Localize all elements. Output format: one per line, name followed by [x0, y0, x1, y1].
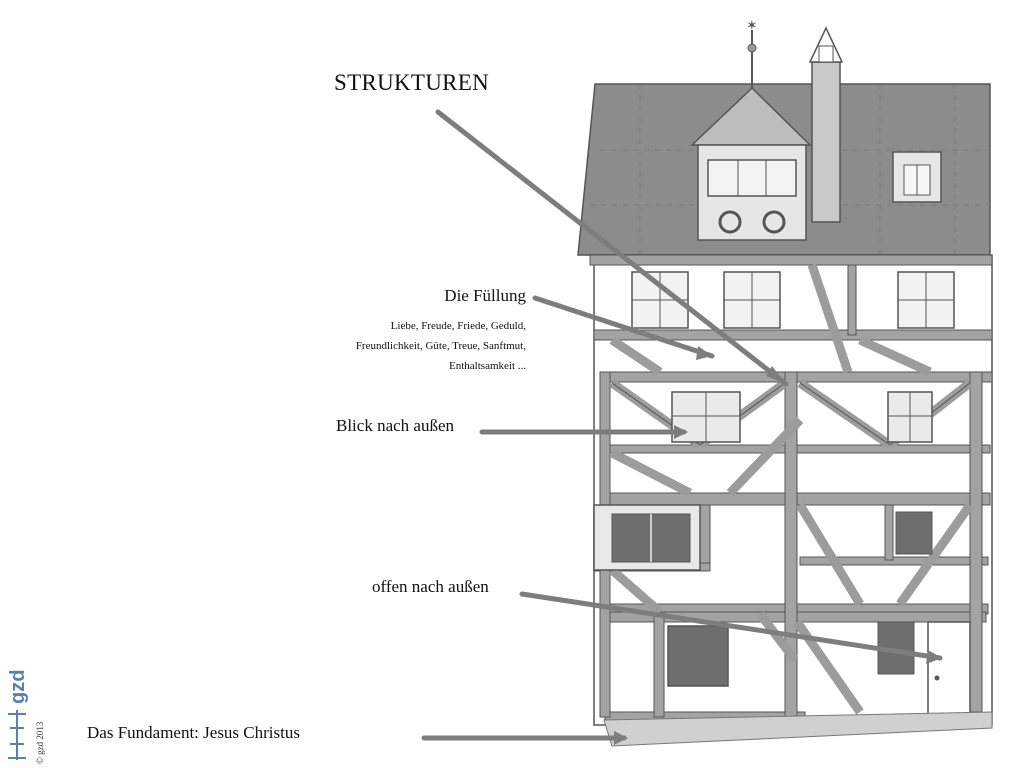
slide-title: STRUKTUREN	[334, 70, 490, 95]
arrow-open-out	[519, 591, 943, 661]
arrow-filling	[532, 295, 715, 359]
filling-desc-line-3: Enthaltsamkeit ...	[449, 360, 526, 372]
logo-text: gzd	[7, 670, 29, 704]
filling-description: Liebe, Freude, Friede, Geduld, Freundlic…	[306, 316, 526, 376]
gzd-logo-icon: gzd	[7, 670, 29, 760]
ground-floor-window	[667, 625, 729, 687]
filling-desc-line-2: Freundlichkeit, Güte, Treue, Sanftmut,	[355, 340, 526, 352]
filling-label: Die Füllung	[444, 286, 526, 305]
view-out-label: Blick nach außen	[336, 416, 455, 435]
door	[927, 621, 971, 721]
foundation-label: Das Fundament: Jesus Christus	[87, 723, 300, 742]
copyright-text: © gzd 2013	[35, 721, 45, 764]
open-out-label: offen nach außen	[372, 577, 489, 596]
svg-text:✶: ✶	[746, 19, 758, 34]
arrow-structures	[435, 109, 789, 387]
chimney	[811, 61, 841, 223]
filling-desc-line-1: Liebe, Freude, Friede, Geduld,	[390, 320, 526, 332]
